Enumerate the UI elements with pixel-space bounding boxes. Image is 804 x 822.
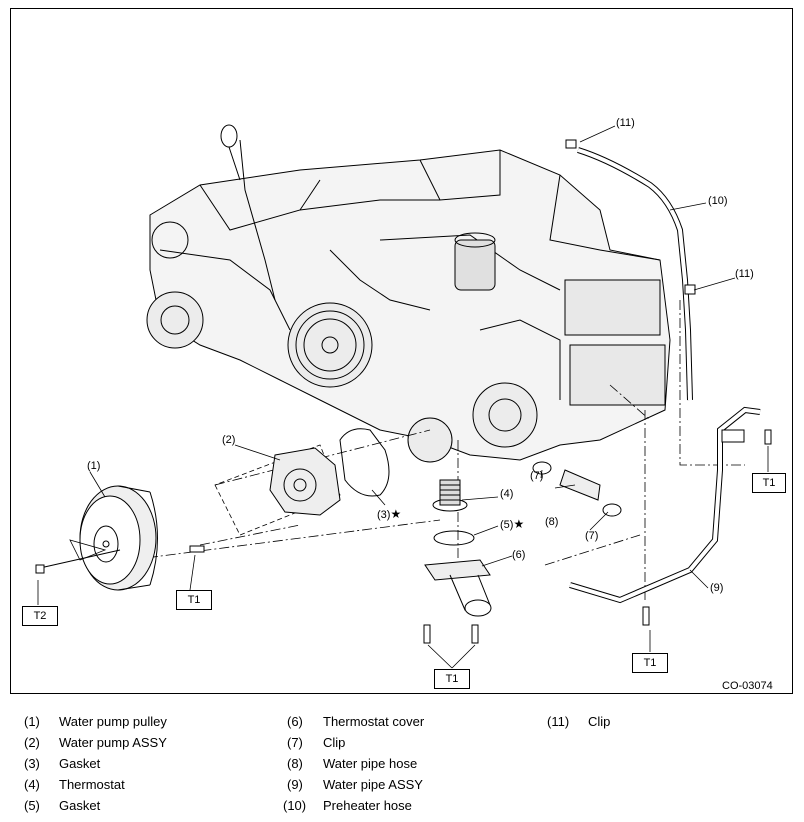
- parts-legend: (1)Water pump pulley (2)Water pump ASSY …: [24, 714, 611, 813]
- torque-label-t1: T1: [434, 669, 470, 689]
- callout-7b: (7): [585, 530, 599, 542]
- torque-label-t2: T2: [22, 606, 58, 626]
- torque-label-t1: T1: [632, 653, 668, 673]
- thermostat-cover: [424, 559, 492, 617]
- callout-5: (5)★: [500, 517, 525, 532]
- callout-9: (9): [710, 582, 724, 594]
- clip-11b: [684, 284, 696, 295]
- callout-11b: (11): [735, 268, 754, 280]
- callout-7a: (7): [530, 470, 544, 482]
- gasket-5: [433, 530, 475, 546]
- callout-11a: (11): [616, 117, 635, 129]
- diagram-frame: [10, 8, 793, 694]
- star-mark: ★: [513, 517, 525, 531]
- clip-7b: [602, 503, 622, 517]
- callout-1: (1): [87, 460, 101, 472]
- water-pump-pulley: [79, 485, 158, 591]
- water-pump-assy: [269, 447, 341, 516]
- crank-pulley: [287, 302, 373, 388]
- engine-block: [146, 124, 671, 463]
- thermostat: [432, 479, 468, 512]
- gasket-3: [339, 428, 390, 497]
- clip-11a: [565, 139, 577, 149]
- callout-3: (3)★: [377, 507, 402, 522]
- clip-7a: [532, 461, 552, 475]
- engine-exploded-view: [35, 124, 772, 669]
- water-pipe-hose: [559, 469, 601, 501]
- torque-label-t1: T1: [176, 590, 212, 610]
- torque-label-t1: T1: [752, 473, 786, 493]
- callout-4: (4): [500, 488, 514, 500]
- figure-id: CO-03074: [722, 680, 773, 692]
- callout-6: (6): [512, 549, 526, 561]
- callout-8: (8): [545, 516, 559, 528]
- star-mark: ★: [390, 507, 402, 521]
- bolts: [35, 429, 772, 644]
- callout-10: (10): [708, 195, 728, 207]
- callout-2: (2): [222, 434, 236, 446]
